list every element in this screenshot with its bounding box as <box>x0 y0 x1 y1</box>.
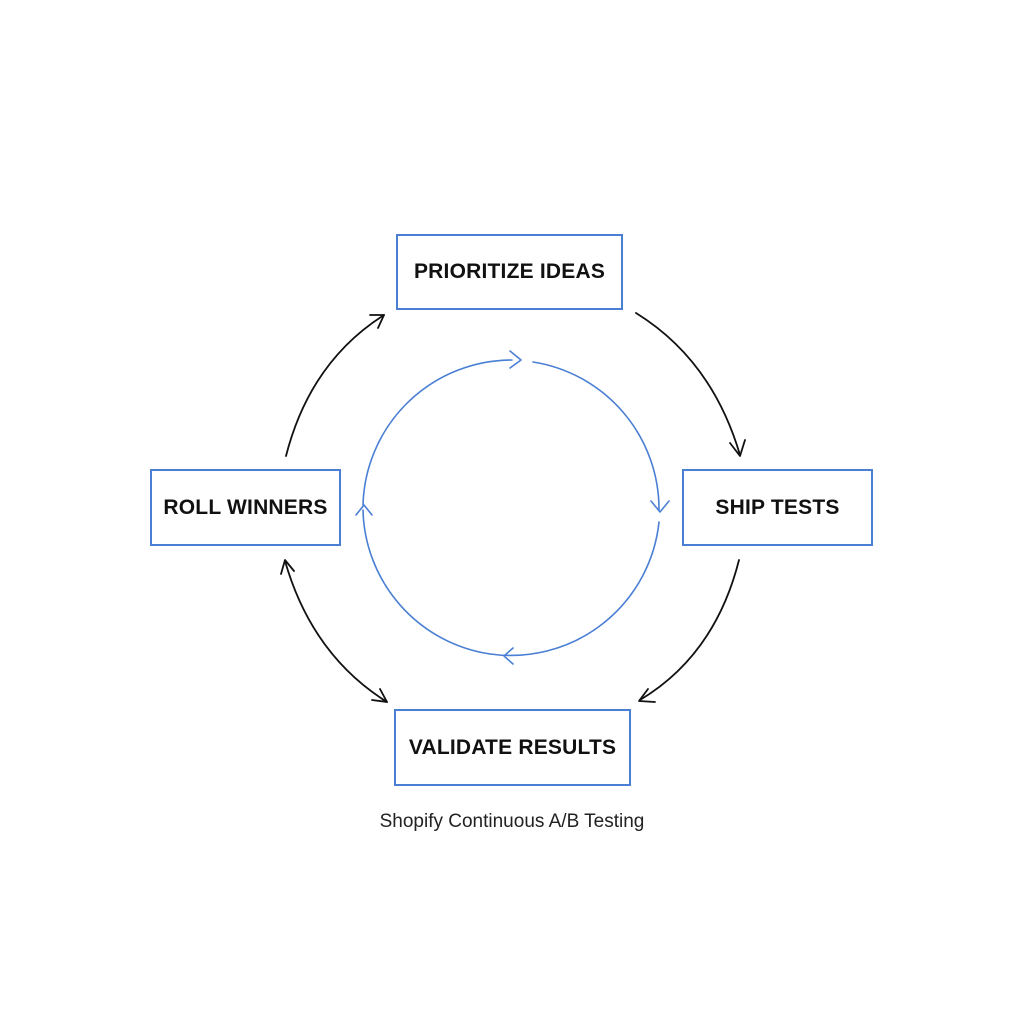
node-roll-winners: ROLL WINNERS <box>150 469 341 546</box>
inner-arc-left-top <box>362 359 513 506</box>
inner-arrowhead-left <box>355 504 373 516</box>
inner-arc-top-right <box>532 361 660 511</box>
node-validate-results: VALIDATE RESULTS <box>394 709 631 786</box>
node-prioritize-ideas: PRIORITIZE IDEAS <box>396 234 623 310</box>
arrowhead-validate-right <box>638 688 656 703</box>
inner-arrowhead-bottom <box>503 647 514 665</box>
arrow-roll-to-validate <box>284 560 388 703</box>
node-ship-tests: SHIP TESTS <box>682 469 873 546</box>
diagram-caption: Shopify Continuous A/B Testing <box>379 811 645 832</box>
arrow-ship-to-validate <box>639 559 740 701</box>
arrow-prioritize-to-ship <box>635 312 741 456</box>
inner-arc-right-bottom <box>489 521 660 657</box>
inner-arrowhead-top <box>509 350 522 369</box>
arrowhead-ship <box>729 439 746 457</box>
arrow-roll-to-prioritize <box>285 314 385 457</box>
arrowhead-validate-left <box>371 688 388 703</box>
inner-arrowhead-right <box>650 500 670 513</box>
inner-arc-bottom-left <box>362 509 491 655</box>
arrowhead-prioritize <box>369 314 385 329</box>
arrowhead-roll-bottom <box>280 559 295 575</box>
